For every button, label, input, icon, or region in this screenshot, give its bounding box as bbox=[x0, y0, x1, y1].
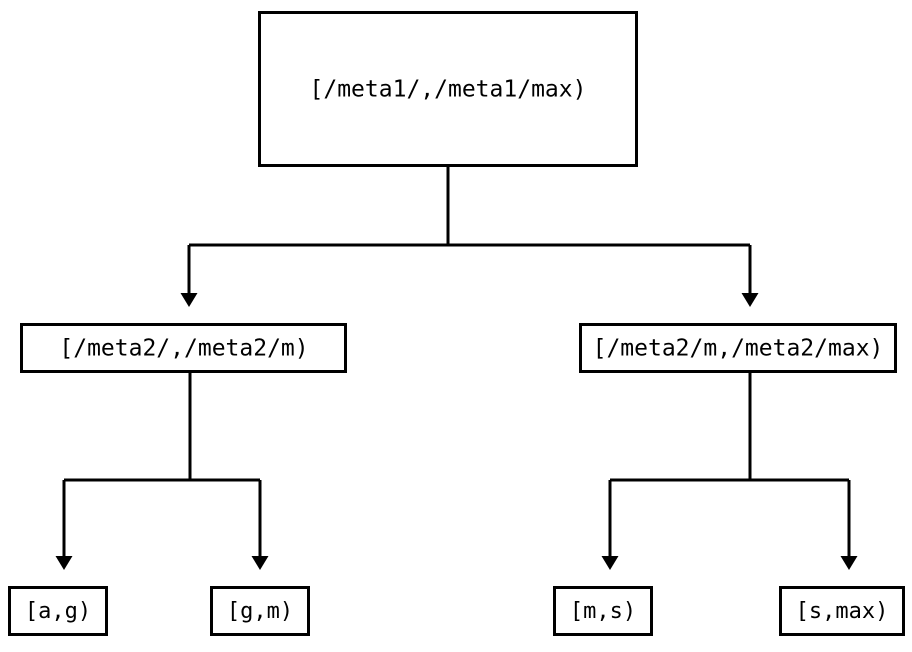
node-leaf-1[interactable]: [a,g) bbox=[8, 586, 108, 636]
node-leaf-2-label: [g,m) bbox=[227, 599, 293, 624]
arrowhead-leaf-3 bbox=[601, 556, 619, 570]
node-mid-right-box[interactable] bbox=[579, 323, 897, 373]
node-root[interactable]: [/meta1/,/meta1/max) bbox=[258, 11, 638, 167]
node-leaf-1-box[interactable] bbox=[8, 586, 108, 636]
node-root-label: [/meta1/,/meta1/max) bbox=[310, 77, 587, 103]
node-leaf-4[interactable]: [s,max) bbox=[779, 586, 905, 636]
arrowhead-leaf-4 bbox=[840, 556, 858, 570]
node-leaf-2[interactable]: [g,m) bbox=[210, 586, 310, 636]
connector-layer bbox=[55, 167, 858, 570]
arrowhead-mid-left bbox=[180, 293, 198, 307]
node-leaf-3[interactable]: [m,s) bbox=[553, 586, 653, 636]
node-mid-left[interactable]: [/meta2/,/meta2/m) bbox=[20, 323, 347, 373]
node-mid-right-label: [/meta2/m,/meta2/max) bbox=[593, 336, 884, 362]
node-mid-left-box[interactable] bbox=[20, 323, 347, 373]
node-leaf-3-box[interactable] bbox=[553, 586, 653, 636]
node-root-box[interactable] bbox=[258, 11, 638, 167]
node-mid-right[interactable]: [/meta2/m,/meta2/max) bbox=[579, 323, 897, 373]
arrowhead-leaf-1 bbox=[55, 556, 73, 570]
node-leaf-3-label: [m,s) bbox=[570, 599, 636, 624]
node-leaf-1-label: [a,g) bbox=[25, 599, 91, 624]
node-layer: [/meta1/,/meta1/max) [/meta2/,/meta2/m) … bbox=[8, 11, 905, 636]
node-leaf-4-label: [s,max) bbox=[796, 599, 889, 624]
node-leaf-2-box[interactable] bbox=[210, 586, 310, 636]
node-mid-left-label: [/meta2/,/meta2/m) bbox=[59, 336, 308, 362]
arrowhead-mid-right bbox=[741, 293, 759, 307]
node-leaf-4-box[interactable] bbox=[779, 586, 905, 636]
arrowhead-leaf-2 bbox=[251, 556, 269, 570]
